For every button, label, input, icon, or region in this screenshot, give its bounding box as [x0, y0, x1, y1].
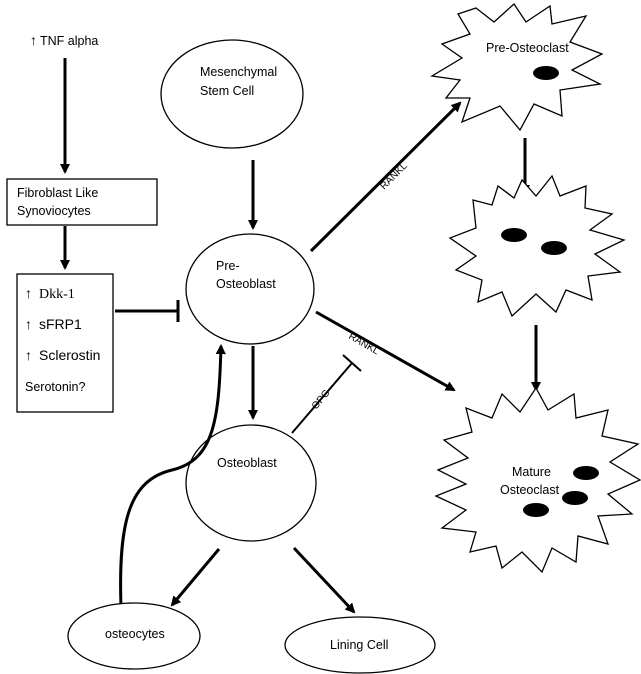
nucleus-shape — [523, 503, 549, 517]
osteoblast-ellipse — [185, 424, 317, 542]
osteoblast-to-osteocytes-arrow — [170, 548, 221, 607]
nucleus-shape — [573, 466, 599, 480]
up-arrow-icon: ↑ — [30, 32, 37, 48]
osteoblast-to-lining-arrow — [292, 546, 356, 614]
preosteoblast-node: Pre- Osteoblast — [185, 233, 315, 345]
intermediate-osteoclast-shape — [448, 174, 626, 318]
preosteoblast-label-line1: Pre- — [216, 259, 240, 273]
opg-label: OPG — [310, 388, 333, 412]
sfrp1-label: sFRP1 — [39, 316, 82, 332]
mature-osteoclast-label-line1: Mature — [512, 465, 551, 479]
nucleus-shape — [533, 66, 559, 80]
lining-cell-label: Lining Cell — [330, 638, 388, 652]
fls-label-line2: Synoviocytes — [17, 204, 91, 218]
tnf-alpha-node: ↑ TNF alpha — [30, 32, 98, 48]
preosteoclast-shape — [430, 3, 604, 132]
opg-inhibition — [291, 354, 362, 434]
preosteoblast-to-preosteoclast-arrow — [309, 101, 462, 253]
nucleus-shape — [501, 228, 527, 242]
msc-label-line1: Mesenchymal — [200, 65, 277, 79]
msc-ellipse — [160, 39, 304, 149]
nucleus-shape — [562, 491, 588, 505]
preosteoclast-node: Pre-Osteoclast — [430, 3, 604, 132]
intermediate-osteoclast-node — [448, 174, 626, 318]
msc-node: Mesenchymal Stem Cell — [160, 39, 304, 149]
inhibitors-box — [16, 273, 114, 413]
sclerostin-label: Sclerostin — [39, 347, 100, 363]
fls-label-line1: Fibroblast Like — [17, 186, 98, 200]
nucleus-shape — [541, 241, 567, 255]
osteocytes-node: osteocytes — [67, 602, 201, 670]
dkk1-label: Dkk-1 — [39, 287, 75, 302]
osteocytes-to-preosteoblast-arrow — [119, 343, 226, 608]
inhibitors-node: ↑ Dkk-1 ↑ sFRP1 ↑ Sclerostin Serotonin? — [16, 273, 114, 413]
lining-cell-node: Lining Cell — [284, 616, 436, 674]
osteoblast-node: Osteoblast — [185, 424, 317, 542]
rankl-lower-label: RANKL — [347, 331, 382, 357]
mature-osteoclast-label-line2: Osteoclast — [500, 483, 560, 497]
fls-node: Fibroblast Like Synoviocytes — [6, 178, 158, 226]
up-arrow-icon: ↑ — [25, 316, 32, 332]
serotonin-label: Serotonin? — [25, 380, 86, 394]
msc-label-line2: Stem Cell — [200, 84, 254, 98]
up-arrow-icon: ↑ — [25, 347, 32, 363]
preosteoclast-label: Pre-Osteoclast — [486, 41, 569, 55]
inhibitors-to-preosteoblast-inhibition — [115, 300, 180, 322]
preosteoblast-ellipse — [185, 233, 315, 345]
mature-osteoclast-node: Mature Osteoclast — [434, 386, 641, 574]
osteocytes-label: osteocytes — [105, 627, 165, 641]
fls-box — [6, 178, 158, 226]
tnf-alpha-label: TNF alpha — [40, 34, 98, 48]
preosteoblast-label-line2: Osteoblast — [216, 277, 276, 291]
osteoblast-label: Osteoblast — [217, 456, 277, 470]
up-arrow-icon: ↑ — [25, 285, 32, 301]
preosteoblast-to-mature-osteoclast-arrow — [315, 310, 456, 392]
rankl-upper-label: RANKL — [378, 160, 410, 192]
lining-cell-ellipse — [284, 616, 436, 674]
osteocytes-ellipse — [67, 602, 201, 670]
mature-osteoclast-shape — [434, 386, 641, 574]
